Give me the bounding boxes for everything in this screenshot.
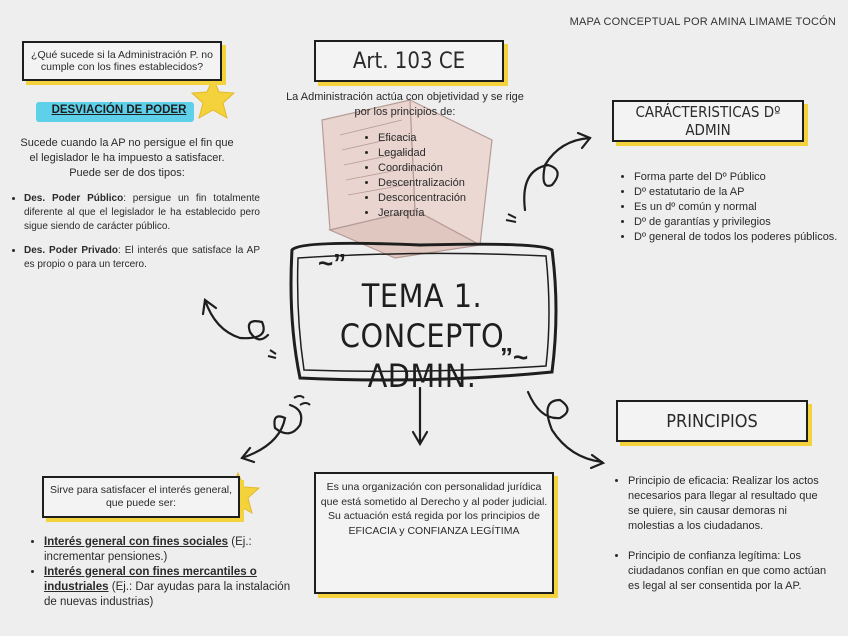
list-item-bold: Interés general con fines sociales [44, 536, 228, 548]
question-title: ¿Qué sucede si la Administración P. no c… [22, 41, 222, 81]
definicion-text-2: Su actuación está regida por los princip… [320, 509, 548, 538]
center-title: TEMA 1. CONCEPTO ADMIN. [300, 276, 544, 396]
center-title-line1: TEMA 1. [300, 276, 544, 316]
desviacion-list: Des. Poder Público: persigue un fin tota… [8, 192, 260, 272]
list-item: Des. Poder Privado: El interés que satis… [24, 244, 260, 272]
list-item: Eficacia [378, 131, 528, 146]
list-item-bold: Des. Poder Privado [24, 245, 118, 256]
arrow-interes [242, 405, 301, 458]
desviacion-text: Sucede cuando la AP no persigue el fin q… [18, 136, 236, 181]
list-item: Dº estatutario de la AP [634, 185, 840, 200]
art103-list: Eficacia Legalidad Coordinación Descentr… [360, 131, 528, 221]
list-item: Principio de confianza legítima: Los ciu… [628, 549, 828, 594]
list-item: Jerarquía [378, 206, 528, 221]
quote-open-mark: ~” [318, 248, 346, 278]
caracteristicas-list: Forma parte del Dº Público Dº estatutari… [616, 170, 840, 245]
interes-list: Interés general con fines sociales (Ej.:… [26, 535, 296, 610]
list-item: Interés general con fines mercantiles o … [44, 565, 296, 610]
list-item: Principio de eficacia: Realizar los acto… [628, 474, 828, 534]
list-item: Forma parte del Dº Público [634, 170, 840, 185]
interes-title: Sirve para satisfacer el interés general… [42, 476, 240, 518]
definicion-box: Es una organización con personalidad jur… [314, 472, 554, 594]
list-item: Descentralización [378, 176, 528, 191]
list-item: Es un dº común y normal [634, 200, 840, 215]
list-item: Coordinación [378, 161, 528, 176]
definicion-text-1: Es una organización con personalidad jur… [320, 480, 548, 509]
list-item: Dº de garantías y privilegios [634, 215, 840, 230]
list-item: Des. Poder Público: persigue un fin tota… [24, 192, 260, 234]
arrow-caracteristicas [524, 138, 590, 210]
art103-title: Art. 103 CE [314, 40, 504, 82]
art103-intro: La Administración actúa con objetividad … [280, 90, 530, 120]
principios-title: PRINCIPIOS [616, 400, 808, 442]
center-title-line2: CONCEPTO ADMIN. [300, 316, 544, 396]
desviacion-label: DESVIACIÓN DE PODER [36, 104, 202, 116]
author-credit: MAPA CONCEPTUAL POR AMINA LIMAME TOCÓN [570, 16, 836, 28]
list-item: Dº general de todos los poderes públicos… [634, 230, 840, 245]
caracteristicas-title: CARÁCTERISTICAS Dº ADMIN [612, 100, 804, 142]
list-item: Interés general con fines sociales (Ej.:… [44, 535, 296, 565]
arrow-principios [528, 392, 602, 462]
principios-list: Principio de eficacia: Realizar los acto… [610, 474, 828, 594]
list-item: Legalidad [378, 146, 528, 161]
list-item: Desconcentración [378, 191, 528, 206]
list-item-bold: Des. Poder Público [24, 193, 123, 204]
